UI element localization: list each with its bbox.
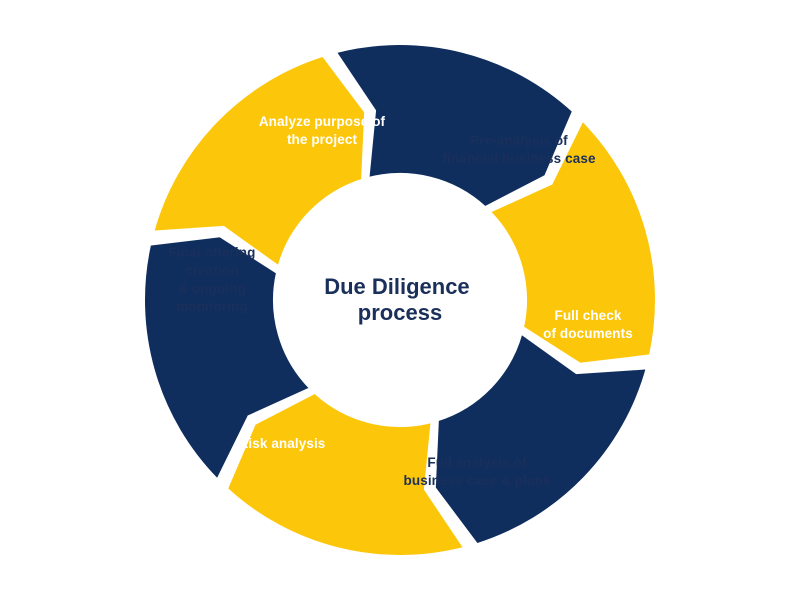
cycle-segment-label-2-line-1: Pre-analysis of: [470, 133, 568, 148]
cycle-segment-6: [151, 54, 367, 268]
cycle-segment-4: [225, 391, 466, 558]
cycle-segment-label-2: Pre-analysis of financial business case: [442, 133, 596, 166]
center-title-line-1: Due Diligence: [324, 274, 469, 299]
cycle-segment-label-6-line-1: Final offering: [169, 245, 256, 260]
cycle-segment-label-1: Analyze purpose of the project: [259, 114, 386, 147]
center-title-line-2: process: [358, 300, 442, 325]
cycle-segment-label-1-line-2: the project: [287, 132, 358, 147]
cycle-segment-1: [334, 42, 575, 209]
cycle-segment-label-2-line-2: financial business case: [442, 151, 596, 166]
cycle-segment-label-4-line-1: Full analysis of: [427, 455, 527, 470]
cycle-segment-label-6: Final offering creation & ongoing monitorin…: [169, 245, 256, 314]
cycle-segment-label-3: Full check of documents: [543, 308, 633, 341]
cycle-segment-label-1-line-1: Analyze purpose of: [259, 114, 386, 129]
cycle-segment-label-3-line-1: Full check: [554, 308, 621, 323]
cycle-segment-label-3-line-2: of documents: [543, 326, 633, 341]
cycle-labels: Analyze purpose of the project Pre-analysi…: [169, 114, 633, 488]
center-title: Due Diligence process: [324, 274, 476, 325]
cycle-segment-label-5-line-1: Risk analysis: [239, 436, 326, 451]
cycle-segment-label-4: Full analysis of business case & plans: [404, 455, 551, 488]
cycle-segment-label-4-line-2: business case & plans: [404, 473, 551, 488]
cycle-segments: [143, 42, 657, 558]
cycle-segment-label-5: Risk analysis: [239, 436, 326, 451]
center-circle: [274, 174, 526, 426]
cycle-segment-label-6-line-2: creation: [185, 263, 238, 278]
cycle-segment-3: [433, 332, 649, 546]
cycle-segment-label-6-line-3: & ongoing: [178, 281, 246, 296]
cycle-segment-label-6-line-4: monitoring: [176, 299, 248, 314]
